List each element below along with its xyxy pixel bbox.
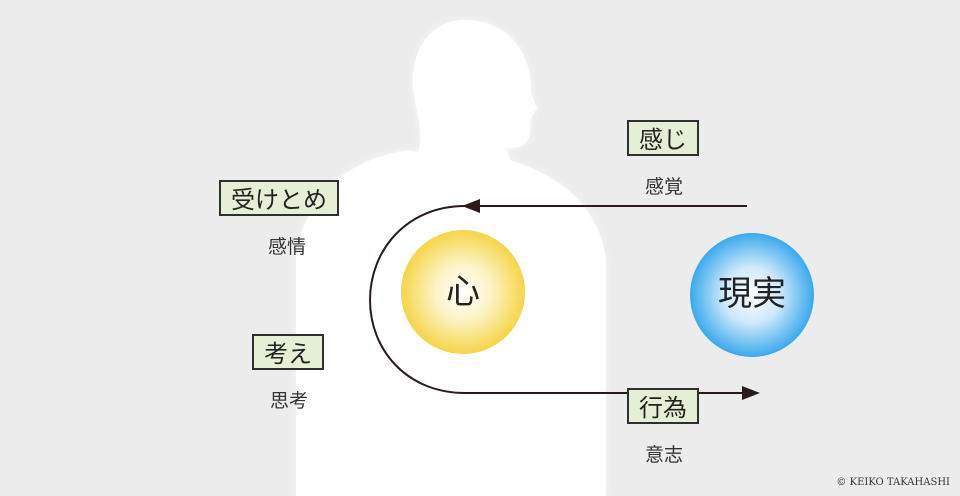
reality-circle-label: 現実 <box>718 274 786 314</box>
label-think: 考え <box>252 334 324 370</box>
label-accept: 受けとめ <box>219 180 339 216</box>
label-feel: 感じ <box>627 120 699 156</box>
label-feel-sub: 感覚 <box>645 176 684 198</box>
arrowhead-top <box>462 199 480 213</box>
flow-loop-arrow <box>368 205 747 394</box>
arrowhead-bottom <box>742 386 760 400</box>
label-act-sub: 意志 <box>645 444 684 466</box>
reality-circle <box>690 233 814 357</box>
label-think-sub: 思考 <box>270 390 309 412</box>
label-act: 行為 <box>627 388 699 424</box>
heart-circle <box>401 230 525 354</box>
copyright-notice: © KEIKO TAKAHASHI <box>836 477 950 488</box>
label-accept-sub: 感情 <box>268 236 307 258</box>
heart-circle-label: 心 <box>446 272 480 312</box>
